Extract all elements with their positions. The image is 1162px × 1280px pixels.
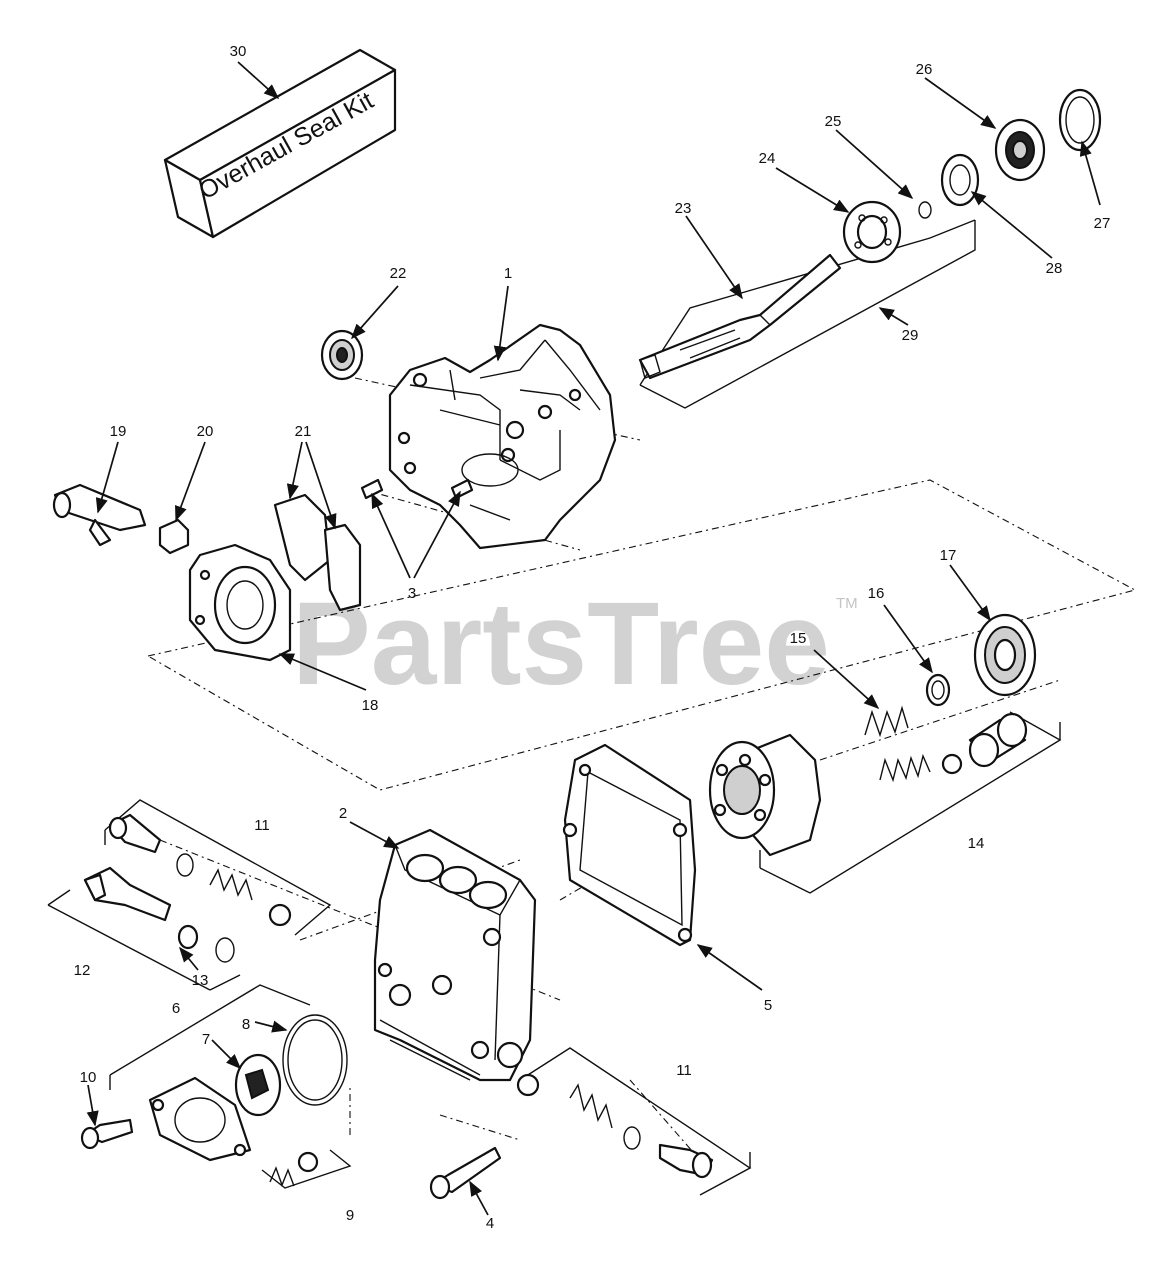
callout-4: 4 [486, 1215, 494, 1232]
callout-1: 1 [504, 265, 512, 282]
piston-barrel [708, 733, 822, 857]
spring-11-top [209, 868, 253, 901]
spring-14 [879, 753, 931, 783]
shaft-seal-22 [320, 329, 364, 381]
ring-13 [215, 937, 235, 963]
callout-15: 15 [790, 630, 807, 647]
callout-29: 29 [902, 327, 919, 344]
callout-labels: 30 26 25 24 23 27 28 29 22 1 19 20 21 3 … [74, 43, 1111, 1232]
callout-6: 6 [172, 1000, 180, 1017]
bracket-group-14 [759, 711, 1062, 894]
callout-11-top: 11 [254, 817, 270, 834]
callout-10: 10 [80, 1069, 97, 1086]
callout-28: 28 [1046, 260, 1063, 277]
gasket [562, 743, 697, 947]
ball-11-bottom [516, 1073, 540, 1097]
washer-16 [925, 673, 951, 707]
callout-7: 7 [202, 1031, 210, 1048]
thrust-bearing [973, 613, 1037, 697]
callout-27: 27 [1094, 215, 1111, 232]
watermark-trademark: TM [836, 595, 858, 612]
overhaul-seal-kit-box: Overhaul Seal Kit [163, 48, 397, 239]
callout-16: 16 [868, 585, 885, 602]
callout-17: 17 [940, 547, 957, 564]
thrust-bushing-lower [323, 523, 362, 612]
washer-28 [940, 153, 980, 207]
callout-8: 8 [242, 1016, 250, 1033]
callout-22: 22 [390, 265, 407, 282]
callout-23: 23 [675, 200, 692, 217]
ball-bearing-24 [842, 200, 902, 264]
ball-9 [297, 1151, 319, 1173]
callout-21: 21 [295, 423, 312, 440]
bracket-group-6 [109, 984, 311, 1090]
swashplate [188, 543, 292, 662]
callout-13: 13 [192, 972, 209, 989]
callout-30: 30 [230, 43, 247, 60]
plug-11-bottom [658, 1143, 714, 1179]
sleeve [968, 712, 1028, 768]
ball-11-top [268, 903, 292, 927]
bracket-group-12 [47, 889, 241, 991]
bracket-group-9 [261, 1149, 352, 1189]
callout-25: 25 [825, 113, 842, 130]
charge-pump-rotor [234, 1053, 282, 1117]
callout-5: 5 [764, 997, 772, 1014]
callout-2: 2 [339, 805, 347, 822]
callout-12: 12 [74, 962, 91, 979]
dowel-pin-left [360, 478, 384, 500]
bolt-4 [429, 1146, 502, 1200]
spring-11-bottom [569, 1083, 613, 1129]
o-ring-8 [282, 1014, 348, 1106]
callout-9: 9 [346, 1207, 354, 1224]
callout-18: 18 [362, 697, 379, 714]
o-ring-11-top [176, 853, 194, 877]
washer-13 [177, 924, 199, 950]
watermark: PartsTree TM [292, 578, 858, 710]
bracket-group-11-top [104, 799, 332, 936]
spring-9 [269, 1166, 295, 1187]
callout-11-bottom: 11 [676, 1062, 692, 1079]
callout-14: 14 [968, 835, 985, 852]
callout-19: 19 [110, 423, 127, 440]
snap-ring-27 [1058, 88, 1102, 152]
control-shaft [52, 483, 147, 547]
leader-arrows [86, 61, 1101, 1216]
bracket-group-29 [639, 219, 976, 409]
callout-20: 20 [197, 423, 214, 440]
cap-screw-10 [80, 1118, 134, 1150]
valve-fitting-12 [83, 866, 172, 922]
retaining-ring-25 [918, 201, 932, 219]
shaft-seal-26 [994, 118, 1046, 182]
o-ring-11-bottom [623, 1126, 641, 1150]
cover-plate [148, 1076, 252, 1162]
small-ball-14 [941, 753, 963, 775]
callout-26: 26 [916, 61, 933, 78]
slider-block [158, 518, 190, 555]
spring-15 [864, 705, 909, 738]
bracket-group-11-bottom [519, 1047, 752, 1196]
thrust-bushing-upper [273, 493, 332, 582]
pump-housing [388, 323, 617, 550]
valve-block [373, 828, 537, 1082]
callout-3: 3 [408, 585, 416, 602]
plug-11-top [108, 813, 162, 854]
watermark-text: PartsTree [292, 578, 830, 710]
callout-24: 24 [759, 150, 776, 167]
input-shaft [638, 253, 842, 380]
